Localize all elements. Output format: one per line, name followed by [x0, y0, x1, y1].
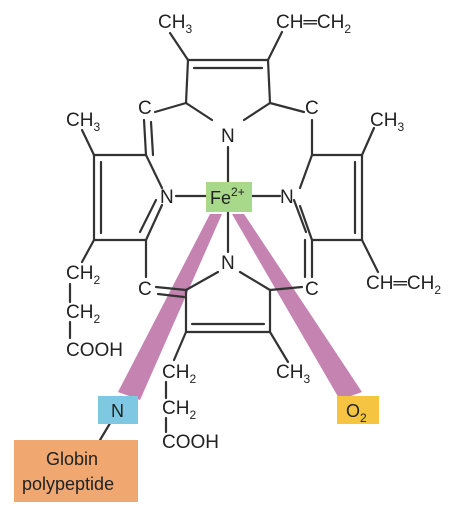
c-top-left-label: C: [138, 98, 152, 119]
fe-globin-connector: [118, 214, 222, 400]
n-right-label: N: [280, 187, 294, 208]
fe-oxygen-connector: [232, 214, 362, 400]
c-top-right-label: C: [305, 98, 319, 119]
n-bottom-label: N: [221, 253, 235, 274]
left-chain-cooh-label: COOH: [66, 340, 123, 361]
c-bottom-left-label: C: [138, 279, 152, 300]
bottom-chain-cooh-label: COOH: [162, 432, 219, 453]
globin-line1: Globin: [46, 449, 98, 469]
bond-lines: [68, 30, 380, 442]
left-chain-ch2-2-label: CH2: [66, 302, 100, 326]
fe-label: Fe2+: [210, 185, 245, 208]
n-box-label: N: [111, 401, 124, 421]
top-methyl-label: CH3: [158, 12, 192, 36]
n-top-label: N: [221, 126, 235, 147]
left-methyl-label: CH3: [66, 110, 100, 134]
bottom-chain-ch2-2-label: CH2: [162, 398, 196, 422]
globin-box: [14, 440, 138, 502]
bottom-chain-ch2-1-label: CH2: [162, 362, 196, 386]
o2-box: [337, 396, 379, 424]
left-chain-ch2-1-label: CH2: [66, 263, 100, 287]
c-bottom-right-label: C: [305, 279, 319, 300]
globin-line2: polypeptide: [22, 474, 114, 494]
n-left-label: N: [160, 187, 174, 208]
top-vinyl-label: CH═CH2: [276, 12, 351, 36]
fe-box: [206, 182, 252, 212]
n-box: [98, 396, 138, 424]
right-vinyl-label: CH═CH2: [366, 273, 441, 297]
o2-label: O2: [346, 401, 367, 425]
right-methyl-label: CH3: [370, 110, 404, 134]
bottom-methyl-label: CH3: [276, 362, 310, 386]
